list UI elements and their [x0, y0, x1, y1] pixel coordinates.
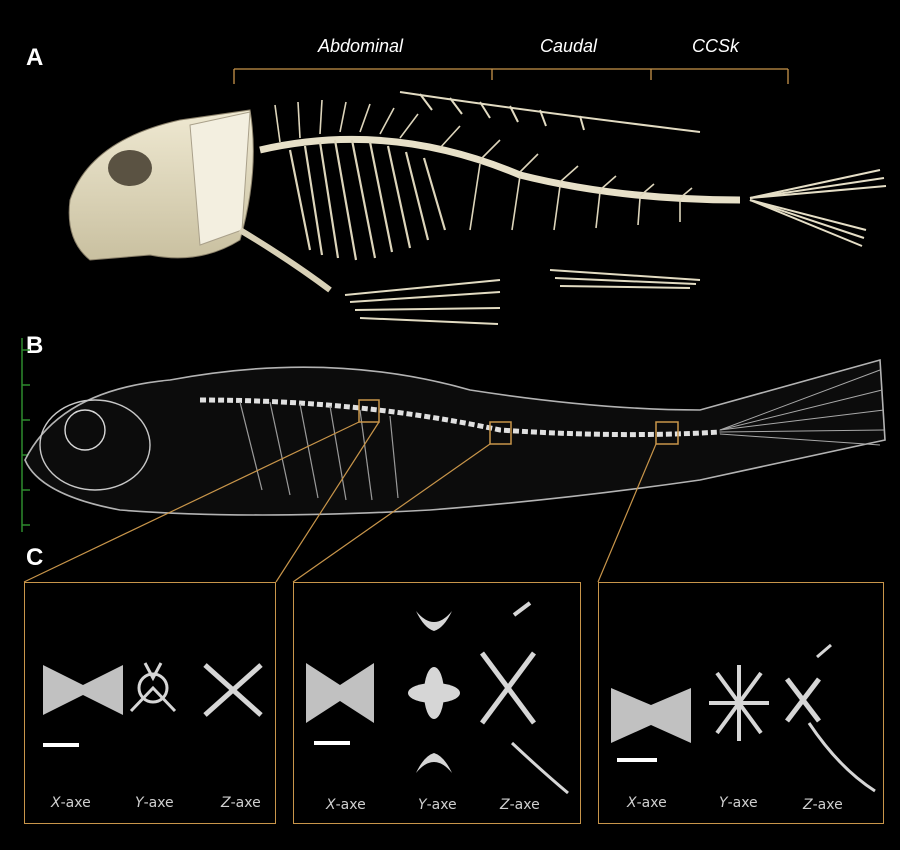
region-label-abdominal: Abdominal: [318, 36, 404, 56]
ct-box-ccsk: X-axe Y-axe Z-axe: [598, 582, 884, 824]
axis-label-x: X-axe: [51, 795, 91, 811]
axis-label-y: Y-axe: [719, 795, 758, 811]
axis-label-y: Y-axe: [418, 797, 457, 813]
xray-scan: [21, 338, 886, 532]
axis-label-x: X-axe: [627, 795, 667, 811]
xray-spine: [199, 397, 721, 438]
vertebral-column: [259, 135, 741, 204]
highlight-box-caudal: [489, 421, 512, 445]
anal-fin: [549, 269, 701, 289]
axis-label-z: Z-axe: [500, 797, 540, 813]
region-bracket: [233, 68, 789, 84]
axis-label-z: Z-axe: [221, 795, 261, 811]
pelvic-fin: [344, 279, 501, 325]
highlight-box-abdominal: [358, 399, 380, 423]
panel-label-a: A: [26, 44, 44, 71]
panel-label-b: B: [26, 332, 44, 359]
axis-label-y: Y-axe: [135, 795, 174, 811]
axis-label-x: X-axe: [326, 797, 366, 813]
vertebra-sections: [611, 643, 876, 793]
region-label-caudal: Caudal: [540, 36, 598, 56]
skeleton-photo: [68, 91, 887, 325]
highlight-box-ccsk: [655, 421, 679, 445]
vertebra-sections: [43, 662, 263, 747]
ct-box-caudal: X-axe Y-axe Z-axe: [293, 582, 581, 824]
vertebra-sections: [306, 601, 569, 795]
panel-label-c: C: [26, 544, 44, 571]
axis-label-z: Z-axe: [803, 797, 843, 813]
caudal-fin: [749, 169, 887, 247]
dorsal-fin: [399, 91, 701, 133]
ct-box-abdominal: X-axe Y-axe Z-axe: [24, 582, 276, 824]
region-label-ccsk: CCSk: [692, 36, 740, 56]
